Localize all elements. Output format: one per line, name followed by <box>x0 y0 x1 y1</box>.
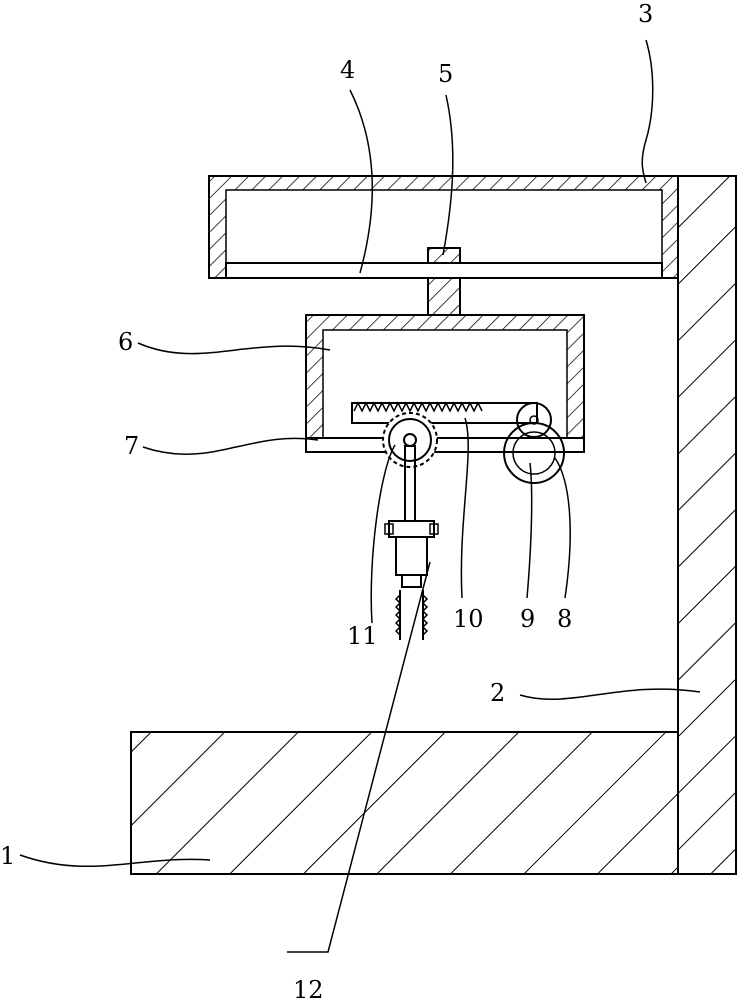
label-10: 10 <box>453 605 484 633</box>
rack <box>351 401 538 424</box>
label-11: 11 <box>347 622 378 650</box>
motor-pulley <box>516 402 552 438</box>
label-7: 7 <box>124 432 139 460</box>
label-8: 8 <box>557 605 572 633</box>
label-9: 9 <box>520 605 535 633</box>
gripper-clamp <box>384 520 439 640</box>
connecting-shaft <box>427 277 461 316</box>
base-block <box>130 731 679 875</box>
label-3: 3 <box>638 0 653 28</box>
gear <box>382 412 438 468</box>
label-5: 5 <box>438 60 453 88</box>
slide-rail <box>225 262 663 279</box>
bottom-plate <box>305 437 585 453</box>
label-1: 1 <box>0 842 15 870</box>
label-2: 2 <box>490 679 505 707</box>
part-labels: 3 4 5 6 7 11 10 9 8 2 1 12 <box>0 0 653 1000</box>
vertical-column <box>677 175 737 875</box>
drive-wheel <box>503 422 565 484</box>
label-12: 12 <box>293 976 324 1000</box>
housing-box <box>305 314 585 439</box>
label-6: 6 <box>118 328 133 356</box>
leader-lines <box>19 39 701 953</box>
label-4: 4 <box>340 56 355 84</box>
